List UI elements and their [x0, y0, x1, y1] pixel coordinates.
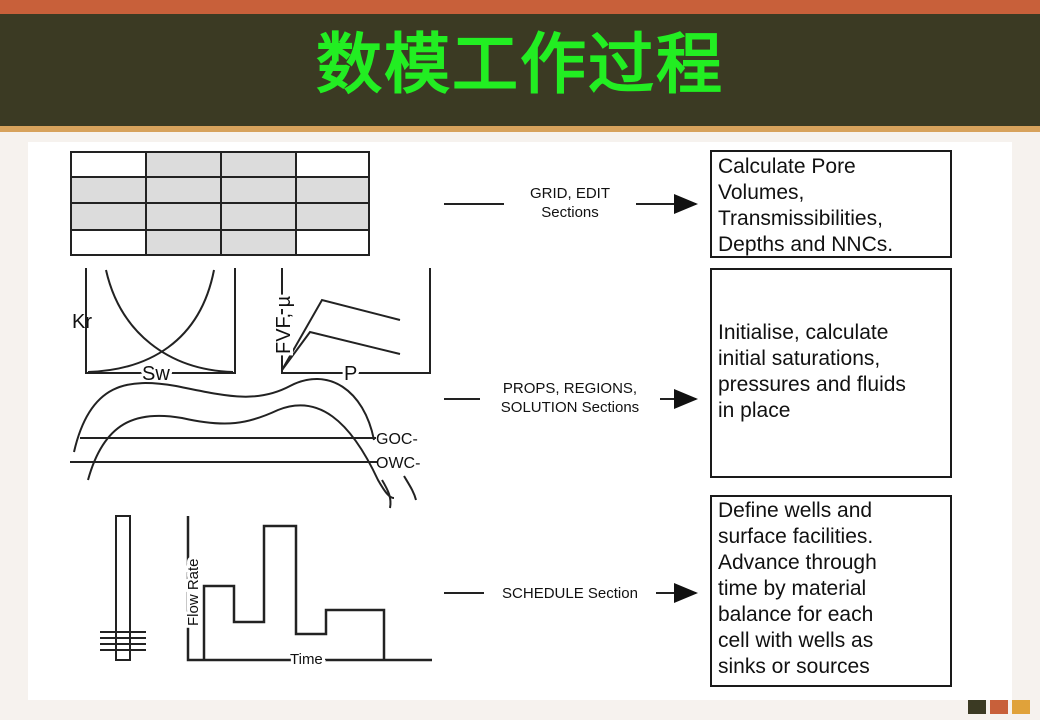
sw-label: Sw — [142, 363, 170, 385]
props-result-box: Initialise, calculate initial saturation… — [710, 268, 952, 478]
kr-label: Kr — [72, 311, 92, 333]
top-accent-stripe — [0, 0, 1040, 14]
schedule-arrow — [444, 582, 698, 604]
schedule-result-line: balance for each — [718, 603, 874, 626]
well-sketch — [100, 515, 146, 661]
flow-rate-sketch — [186, 516, 432, 662]
time-label: Time — [290, 651, 323, 668]
schedule-label: SCHEDULE Section — [502, 585, 638, 602]
footer-square-orange — [990, 700, 1008, 714]
props-result-line: Initialise, calculate — [718, 321, 889, 344]
schedule-result-line: surface facilities. — [718, 525, 874, 548]
props-regions-label-line-2: SOLUTION Sections — [501, 399, 639, 416]
props-result-line: initial saturations, — [718, 347, 881, 370]
fvf-pressure-sketch — [281, 268, 431, 374]
grid-result-line: Volumes, — [718, 181, 805, 204]
props-regions-label-line-1: PROPS, REGIONS, — [503, 380, 637, 397]
grid-result-box: Calculate Pore Volumes, Transmissibiliti… — [710, 150, 952, 258]
title-bar — [0, 14, 1040, 132]
grid-result-line: Calculate Pore — [718, 155, 856, 178]
props-result-line: pressures and fluids — [718, 373, 906, 396]
footer-square-gold — [1012, 700, 1030, 714]
footer-square-dark — [968, 700, 986, 714]
schedule-result-line: sinks or sources — [718, 655, 870, 678]
grid-result-line: Depths and NNCs. — [718, 233, 894, 256]
props-regions-arrow — [444, 374, 698, 420]
reservoir-contacts-sketch — [70, 377, 417, 509]
page-title: 数模工作过程 — [316, 26, 724, 103]
kr-sw-sketch — [85, 268, 236, 374]
schedule-result-line: cell with wells as — [718, 629, 874, 652]
goc-label: GOC- — [376, 431, 418, 448]
owc-label: OWC- — [376, 455, 420, 472]
props-result-line: in place — [718, 399, 791, 422]
schedule-result-box: Define wells and surface facilities. Adv… — [710, 495, 952, 687]
schedule-result-line: time by material — [718, 577, 867, 600]
schedule-result-line: Define wells and — [718, 499, 873, 522]
diagram-sketches: Kr Sw FVF, µ P GOC- OWC- — [70, 151, 698, 671]
grid-edit-arrow — [444, 180, 698, 224]
grid-sketch — [70, 151, 370, 256]
schedule-result-line: Advance through — [718, 551, 877, 574]
grid-edit-label-line-2: Sections — [541, 204, 599, 221]
grid-result-line: Transmissibilities, — [718, 207, 883, 230]
pressure-label: P — [344, 363, 357, 385]
grid-edit-label-line-1: GRID, EDIT — [530, 185, 610, 202]
flow-rate-label: Flow Rate — [185, 558, 202, 626]
fvf-mu-label: FVF, µ — [273, 295, 295, 354]
workflow-diagram: Kr Sw FVF, µ P GOC- OWC- — [28, 142, 1012, 700]
